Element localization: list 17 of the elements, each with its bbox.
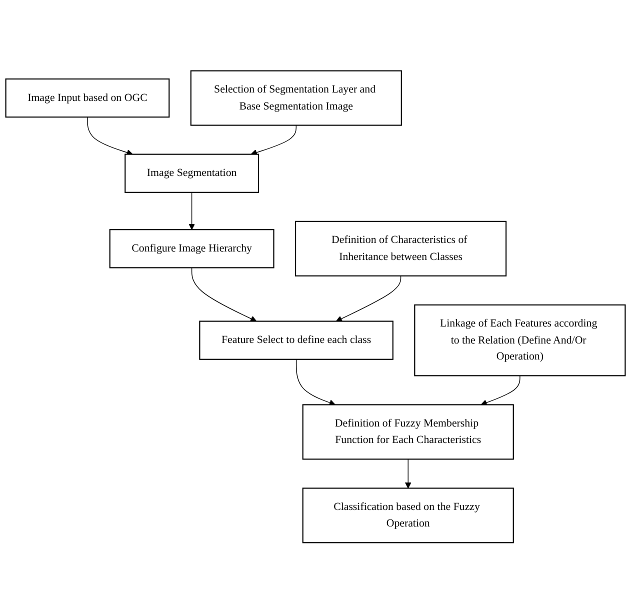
- node-box: Selection of Segmentation Layer and Base Segmentation Image: [190, 70, 402, 126]
- node-box: Image Input based on OGC: [5, 78, 170, 118]
- arrow: [250, 124, 297, 156]
- node-box: Configure Image Hierarchy: [109, 228, 274, 268]
- arrow: [87, 116, 133, 156]
- arrow: [188, 192, 195, 230]
- arrow: [480, 375, 520, 406]
- node-box: Classification based on the Fuzzy Operation: [302, 487, 514, 543]
- node-box: Image Segmentation: [124, 154, 260, 193]
- node-box: Definition of Fuzzy Membership Function for Each Characteristics: [302, 404, 514, 460]
- arrow: [404, 458, 412, 488]
- node-box: Feature Select to define each class: [199, 320, 394, 360]
- arrow: [296, 358, 336, 406]
- node-box: Definition of Characteristics of Inheritance between Classes: [294, 220, 507, 276]
- node-box: Linkage of Each Features according to the Relation (Define And/Or Operation): [414, 304, 626, 376]
- arrow: [191, 267, 257, 322]
- arrow: [336, 275, 402, 322]
